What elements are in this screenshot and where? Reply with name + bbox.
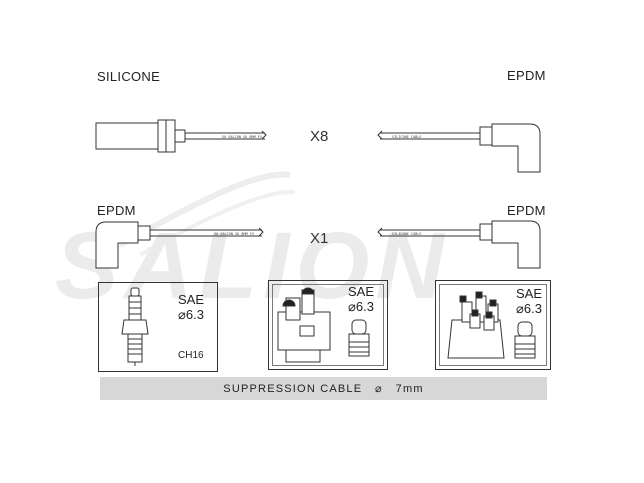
- middle-row-multiplier: X1: [310, 230, 329, 247]
- top-left-cable-print: SU SALION SU 8MM FV: [222, 135, 263, 139]
- distributor-cap-drawing-2: [447, 291, 505, 359]
- middle-left-material-label: EPDM: [97, 203, 136, 218]
- terminal-box-2-inner: [272, 284, 384, 366]
- terminal-3-size: ⌀6.3: [516, 301, 542, 316]
- terminal-2-spec: SAE ⌀6.3: [340, 284, 382, 314]
- terminal-box-2: [268, 280, 388, 370]
- middle-right-cable-print: SILICONE CABLE: [392, 232, 422, 236]
- terminal-box-3-inner: [439, 284, 547, 366]
- top-row-multiplier: X8: [310, 128, 329, 145]
- epdm-angled-boot-right: [377, 220, 541, 269]
- terminal-drawing-3: [514, 321, 536, 359]
- epdm-angled-boot-top: [377, 123, 541, 173]
- terminal-1-spec: SAE ⌀6.3: [170, 292, 212, 322]
- terminal-box-1: [98, 282, 218, 372]
- epdm-angled-boot-left: [95, 221, 264, 269]
- terminal-2-size: ⌀6.3: [348, 299, 374, 314]
- top-right-cable-print: SILICONE CABLE: [392, 135, 422, 139]
- terminal-3-spec: SAE ⌀6.3: [508, 286, 550, 316]
- terminal-1-code: CH16: [178, 350, 204, 361]
- terminal-1-size: ⌀6.3: [178, 307, 204, 322]
- top-left-material-label: SILICONE: [97, 69, 161, 84]
- suppression-cable-spec-bar: SUPPRESSION CABLE ⌀ 7mm: [100, 377, 547, 400]
- distributor-cap-drawing-1: [277, 287, 331, 363]
- silicone-straight-boot: [95, 119, 267, 153]
- top-right-material-label: EPDM: [507, 68, 546, 83]
- terminal-2-standard: SAE: [347, 284, 374, 299]
- middle-left-cable-print: SU SALION SU 8MM FV: [214, 232, 255, 236]
- terminal-box-3: [435, 280, 551, 370]
- terminal-3-standard: SAE: [515, 286, 542, 301]
- terminal-drawing-2: [348, 319, 370, 357]
- suppression-cable-spec-text: SUPPRESSION CABLE ⌀ 7mm: [223, 383, 424, 395]
- middle-right-material-label: EPDM: [507, 203, 546, 218]
- spark-plug-drawing: [121, 287, 149, 366]
- terminal-1-standard: SAE: [177, 292, 204, 307]
